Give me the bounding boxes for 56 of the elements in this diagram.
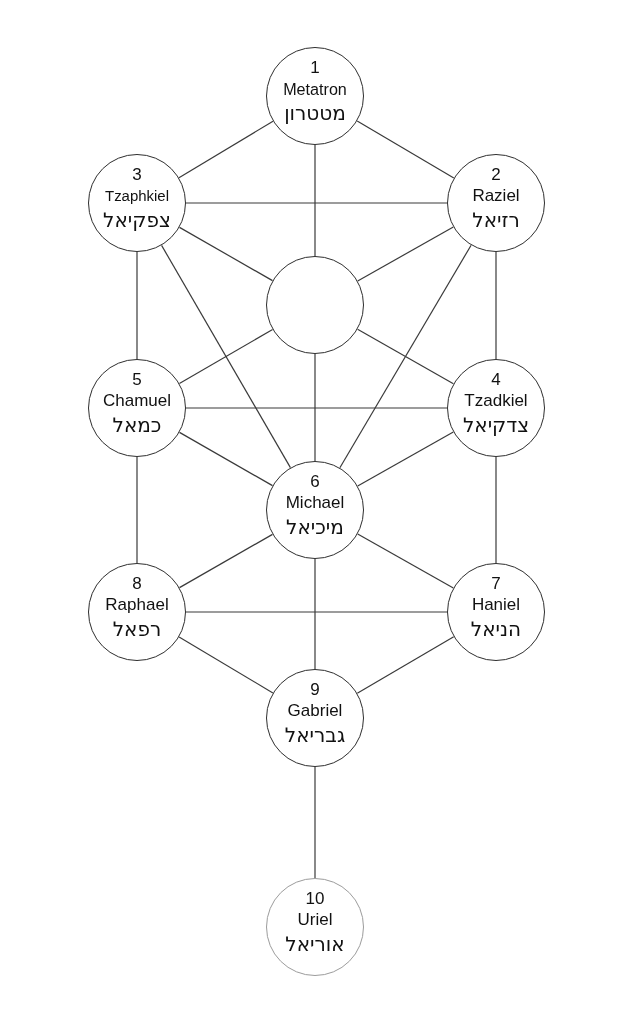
connector-line — [185, 611, 448, 613]
hebrew-name: גבריאל — [284, 722, 346, 749]
sephira-number: 4 — [491, 370, 501, 390]
connector-line — [314, 144, 316, 257]
connector-line — [339, 244, 472, 469]
hebrew-name: אוריאל — [285, 931, 345, 958]
connector-line — [136, 251, 138, 360]
connector-line — [495, 251, 497, 360]
sephira-number: 10 — [305, 889, 325, 909]
angel-name: Uriel — [297, 909, 333, 931]
connector-line — [314, 558, 316, 670]
hebrew-name: רפאל — [112, 616, 162, 643]
sephira-number: 7 — [491, 574, 501, 594]
connector-line — [185, 202, 448, 204]
hebrew-name: צדקיאל — [462, 412, 530, 439]
connector-line — [495, 456, 497, 564]
sephira-number: 3 — [132, 165, 142, 185]
angel-name: Tzaphkiel — [105, 186, 169, 206]
hebrew-name: כמאל — [112, 412, 162, 439]
connector-line — [161, 244, 292, 469]
sephira-number: 9 — [310, 680, 320, 700]
hebrew-name: מטטרון — [284, 100, 346, 127]
connector-line — [185, 407, 448, 409]
hebrew-name: הניאל — [470, 616, 522, 643]
angel-name: Chamuel — [102, 390, 171, 412]
hebrew-name: מיכיאל — [286, 514, 344, 541]
connector-line — [356, 636, 455, 694]
sephira-number: 2 — [491, 165, 501, 185]
connector-line — [314, 766, 316, 879]
sephira-number: 5 — [132, 370, 142, 390]
connector-line — [178, 226, 274, 282]
connector-line — [356, 120, 455, 179]
connector-line — [357, 431, 454, 487]
angel-name: Tzadkiel — [464, 390, 528, 412]
angel-name: Gabriel — [287, 700, 343, 722]
connector-line — [314, 353, 316, 462]
angel-name: Michael — [285, 492, 345, 514]
hebrew-name: צפקיאל — [103, 207, 171, 234]
angel-name: Haniel — [471, 594, 521, 616]
connector-line — [178, 533, 274, 589]
hebrew-name: רזיאל — [472, 207, 520, 234]
sephira-number: 8 — [132, 574, 142, 594]
connector-line — [357, 533, 454, 589]
angel-name: Raziel — [472, 185, 520, 207]
connector-line — [357, 328, 454, 385]
angel-name: Metatron — [283, 79, 347, 100]
sephira-number: 1 — [310, 58, 320, 78]
connector-line — [136, 456, 138, 564]
connector-line — [178, 636, 274, 694]
connector-line — [178, 120, 274, 179]
connector-line — [178, 431, 274, 487]
circle-node — [266, 461, 364, 559]
connector-line — [357, 226, 454, 282]
angel-name: Raphael — [105, 594, 169, 616]
connector-line — [178, 328, 274, 385]
sephira-number: 6 — [310, 472, 320, 492]
